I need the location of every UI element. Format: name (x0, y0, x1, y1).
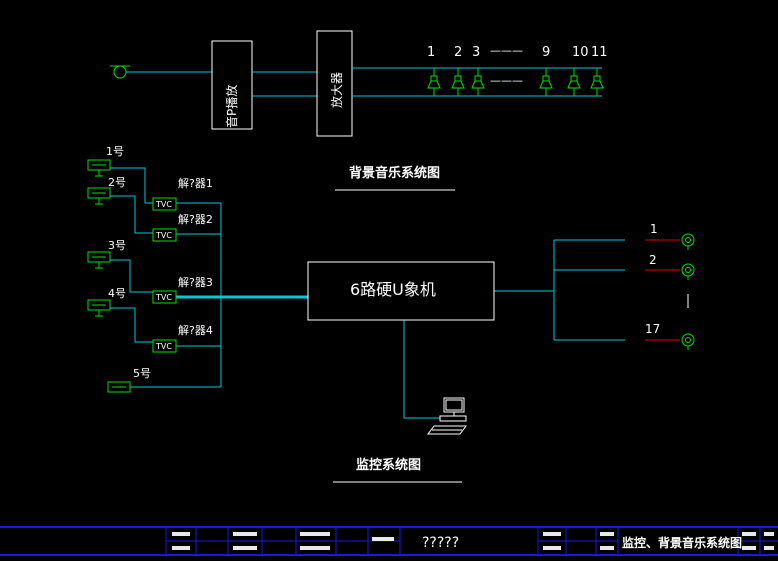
speaker-icon (567, 68, 581, 96)
speakers (427, 68, 604, 96)
camera-label-5: 5号 (133, 367, 151, 380)
project-name: ????? (422, 535, 459, 551)
decoder-label-2: 解?器2 (178, 212, 213, 226)
monitor-icon (681, 263, 695, 280)
decoder-label-1: 解?器1 (178, 176, 213, 190)
monitor-icon (681, 233, 695, 250)
speaker-ellipsis-bottom: ——— (490, 74, 523, 87)
tvc-label: TVC (155, 200, 172, 209)
speaker-icon (427, 68, 441, 96)
speaker-icon (471, 68, 485, 96)
output-label-2: 2 (649, 253, 657, 267)
output-label-1: 1 (650, 222, 658, 236)
tvc-boxes (152, 197, 177, 353)
decoder-label-3: 解?器3 (178, 275, 213, 289)
camera-label-3: 3号 (108, 239, 126, 252)
dvr-box (307, 261, 495, 321)
camera-label-1: 1号 (106, 145, 124, 158)
tvc-label: TVC (155, 293, 172, 302)
speaker-ellipsis-top: ——— (490, 44, 523, 57)
tvc-box (152, 228, 177, 242)
decoder-label-4: 解?器4 (178, 323, 213, 337)
camera-icon (87, 159, 111, 177)
camera-icon (107, 381, 131, 393)
tvc-box (152, 339, 177, 353)
ip-player-box (211, 40, 253, 130)
drawing-name: 监控、背景音乐系统图 (622, 535, 742, 550)
tvc-box (152, 197, 177, 211)
monitor-icon (681, 333, 695, 350)
computer-icon (427, 397, 467, 435)
camera-icon (87, 251, 111, 269)
speaker-label-11: 11 (591, 45, 608, 60)
cameras (87, 159, 131, 393)
camera-icon (87, 187, 111, 205)
camera-label-4: 4号 (108, 287, 126, 300)
ip-player-label: 音P播放 (224, 85, 239, 128)
tvc-label: TVC (155, 231, 172, 240)
tvc-label: TVC (155, 342, 172, 351)
speaker-icon (539, 68, 553, 96)
music-system-title: 背景音乐系统图 (349, 165, 440, 181)
speaker-icon (590, 68, 604, 96)
speaker-icon (451, 68, 465, 96)
monitor-wiring (110, 167, 625, 419)
music-system (110, 30, 602, 137)
speaker-label-3: 3 (472, 45, 480, 60)
tvc-box (152, 290, 177, 304)
speaker-label-10: 10 (572, 45, 589, 60)
monitor-system-title: 监控系统图 (356, 457, 421, 473)
monitor-outputs: 1 2 17 (645, 222, 695, 350)
camera-icon (87, 299, 111, 317)
title-block: ????? 监控、背景音乐系统图 (0, 526, 778, 556)
dvr-label: 6路硬U象机 (350, 280, 436, 299)
output-label-17: 17 (645, 322, 660, 336)
speaker-label-2: 2 (454, 45, 462, 60)
amplifier-label: 放大器 (329, 72, 344, 108)
camera-label-2: 2号 (108, 176, 126, 189)
speaker-label-1: 1 (427, 45, 435, 60)
amplifier-box (316, 30, 353, 137)
speaker-label-9: 9 (542, 45, 550, 60)
